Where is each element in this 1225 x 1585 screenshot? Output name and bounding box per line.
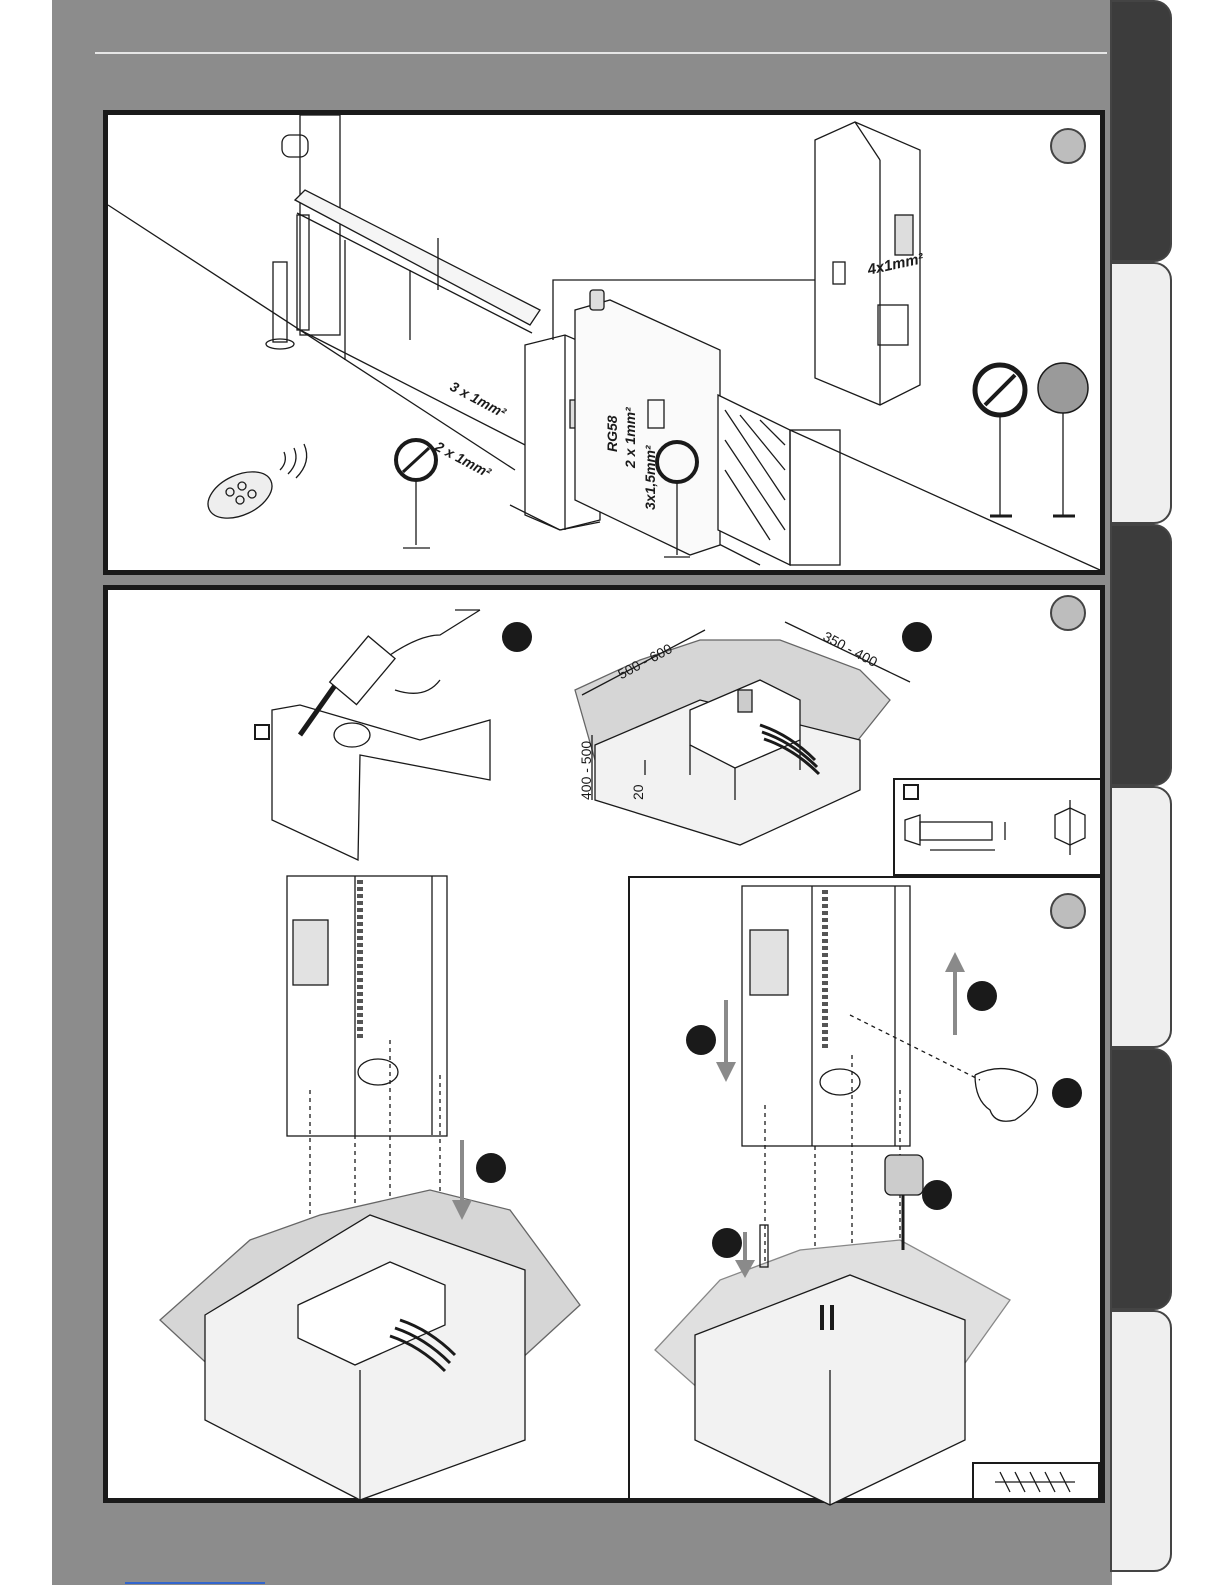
- figure-2-badge: [1050, 595, 1086, 631]
- footer-link[interactable]: [125, 1582, 265, 1584]
- dimension-offset: 20: [630, 784, 646, 800]
- step-f-marker: [1052, 1078, 1082, 1108]
- detail-marker-grease: [254, 724, 270, 740]
- step-d-marker: [686, 1025, 716, 1055]
- figure-3-badge: [1050, 893, 1086, 929]
- step-b-marker: [902, 622, 932, 652]
- detail-marker-bolt: [903, 784, 919, 800]
- step-g-marker: [922, 1180, 952, 1210]
- step-e-marker: [967, 981, 997, 1011]
- step-c-marker: [476, 1153, 506, 1183]
- dimension-height: 400 - 500: [578, 741, 594, 800]
- step-h-marker: [712, 1228, 742, 1258]
- step-a-marker: [502, 622, 532, 652]
